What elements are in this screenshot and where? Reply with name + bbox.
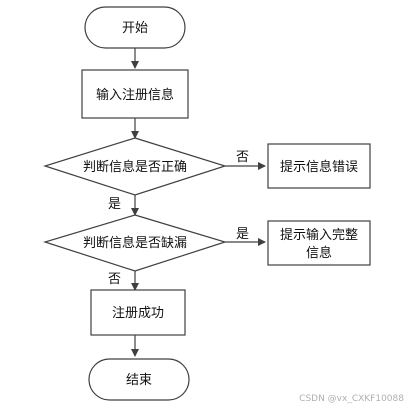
decision2-label: 判断信息是否缺漏	[83, 235, 187, 251]
prompt-label-line2: 信息	[306, 245, 332, 261]
prompt-process-box	[267, 220, 371, 266]
start-terminator	[84, 6, 186, 49]
decision2-no-label: 否	[108, 272, 121, 287]
end-terminator	[88, 358, 190, 401]
start-label: 开始	[122, 21, 148, 36]
decision1-yes-label: 是	[108, 197, 121, 212]
decision2-diamond	[42, 214, 228, 272]
error-label: 提示信息错误	[280, 159, 358, 175]
success-process-box	[90, 289, 186, 336]
decision1-diamond	[43, 137, 227, 196]
decision1-label: 判断信息是否正确	[83, 159, 187, 175]
prompt-label-line1: 提示输入完整	[280, 227, 358, 243]
decision1-no-label: 否	[236, 150, 249, 165]
input-label: 输入注册信息	[96, 87, 174, 103]
decision2-yes-label: 是	[236, 227, 249, 242]
watermark: CSDN @vx_CXKF10088	[299, 394, 404, 404]
success-label: 注册成功	[112, 306, 164, 321]
input-process-box	[81, 69, 189, 119]
end-label: 结束	[126, 373, 152, 388]
error-process-box	[267, 143, 371, 189]
